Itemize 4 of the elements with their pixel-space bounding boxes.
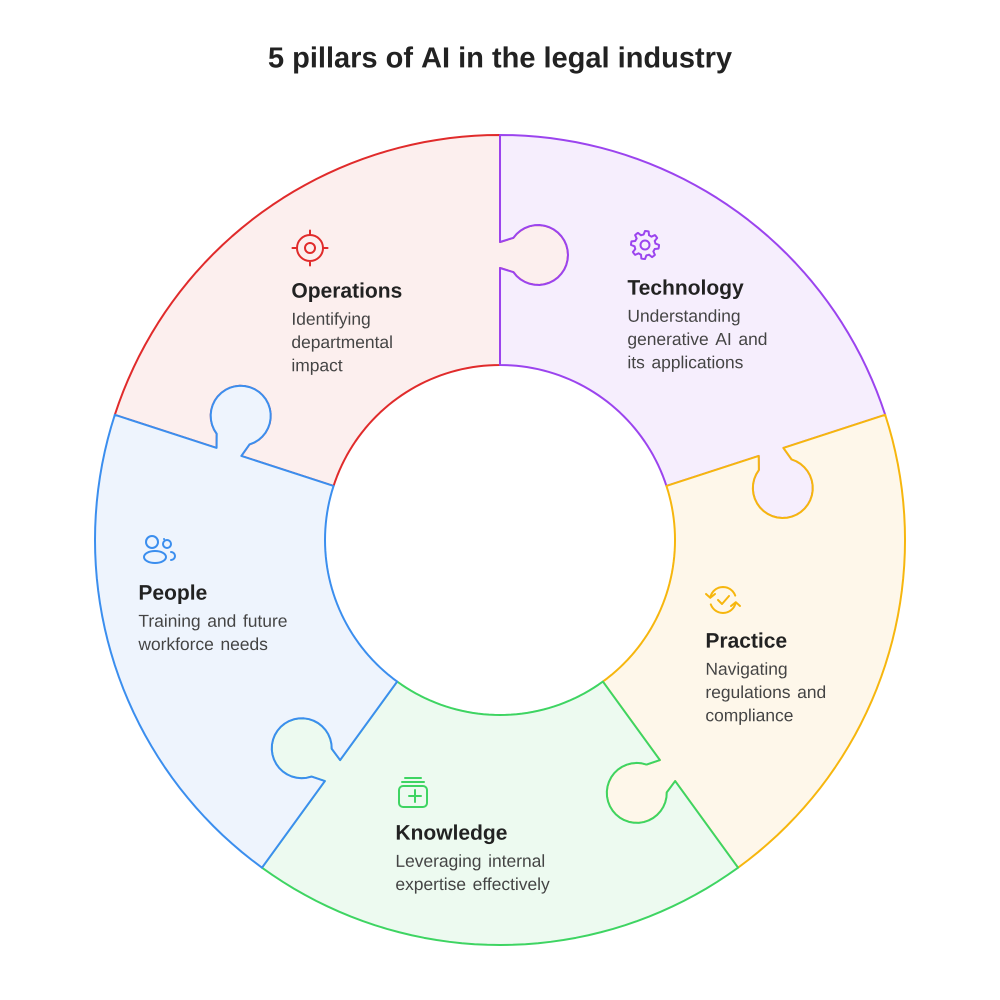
puzzle-piece: Practice Navigating regulations and compliance — [602, 414, 906, 869]
title: 5 pillars of AI in the legal industry — [268, 46, 732, 74]
puzzle-piece: Operations Identifying departmental impact — [114, 134, 569, 487]
puzzle-piece: Technology Understanding generative AI and its applications — [499, 134, 886, 520]
